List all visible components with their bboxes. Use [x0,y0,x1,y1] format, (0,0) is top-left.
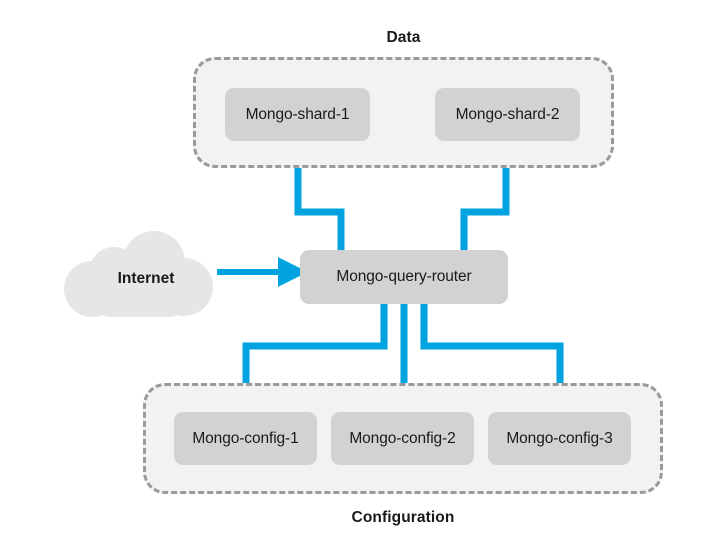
node-mongo-shard-2[interactable]: Mongo-shard-2 [435,88,580,141]
node-mongo-query-router[interactable]: Mongo-query-router [300,250,508,304]
internet-cloud[interactable]: Internet [62,231,230,317]
node-mongo-config-1[interactable]: Mongo-config-1 [174,412,317,465]
node-mongo-config-2[interactable]: Mongo-config-2 [331,412,474,465]
internet-cloud-label: Internet [117,270,175,287]
node-mongo-shard-1[interactable]: Mongo-shard-1 [225,88,370,141]
data-group-label: Data [386,29,421,46]
cloud-icon [64,231,213,317]
configuration-group-label: Configuration [351,509,455,526]
node-mongo-config-3[interactable]: Mongo-config-3 [488,412,631,465]
